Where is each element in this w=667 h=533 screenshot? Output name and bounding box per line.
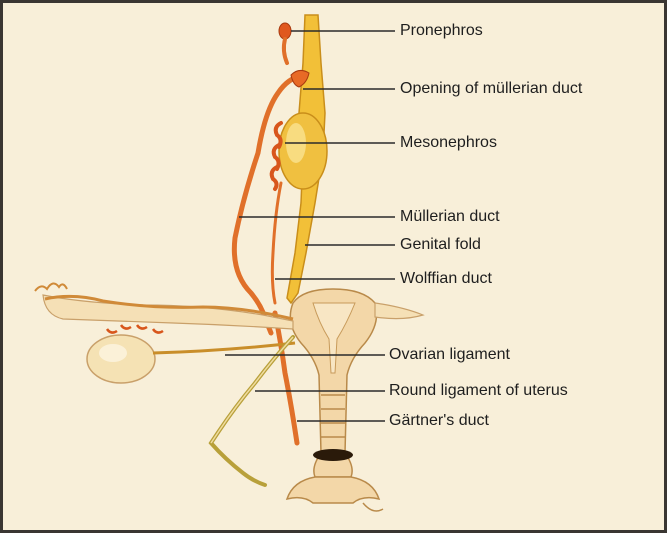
label-gartners-duct: Gärtner's duct [389,412,489,430]
cervix-os [313,449,353,461]
label-pronephros: Pronephros [400,22,483,40]
epoophoron [107,325,163,333]
pronephros-tubule [284,39,287,63]
label-genital-fold: Genital fold [400,236,481,254]
fimbria-left [35,283,67,291]
ovary-highlight [99,344,127,362]
ovarian-ligament [153,343,295,353]
label-opening-mullerian-duct: Opening of müllerian duct [400,80,582,98]
wolffian-duct [272,183,281,303]
label-ovarian-ligament: Ovarian ligament [389,346,510,364]
label-wolffian-duct: Wolffian duct [400,270,492,288]
label-mesonephros: Mesonephros [400,134,497,152]
pronephros [279,23,291,39]
label-round-ligament: Round ligament of uterus [389,382,568,400]
right-broad-ligament [375,303,423,319]
vaginal-flare [287,477,379,503]
fimbria-right [363,503,383,511]
label-mullerian-duct: Müllerian duct [400,208,500,226]
